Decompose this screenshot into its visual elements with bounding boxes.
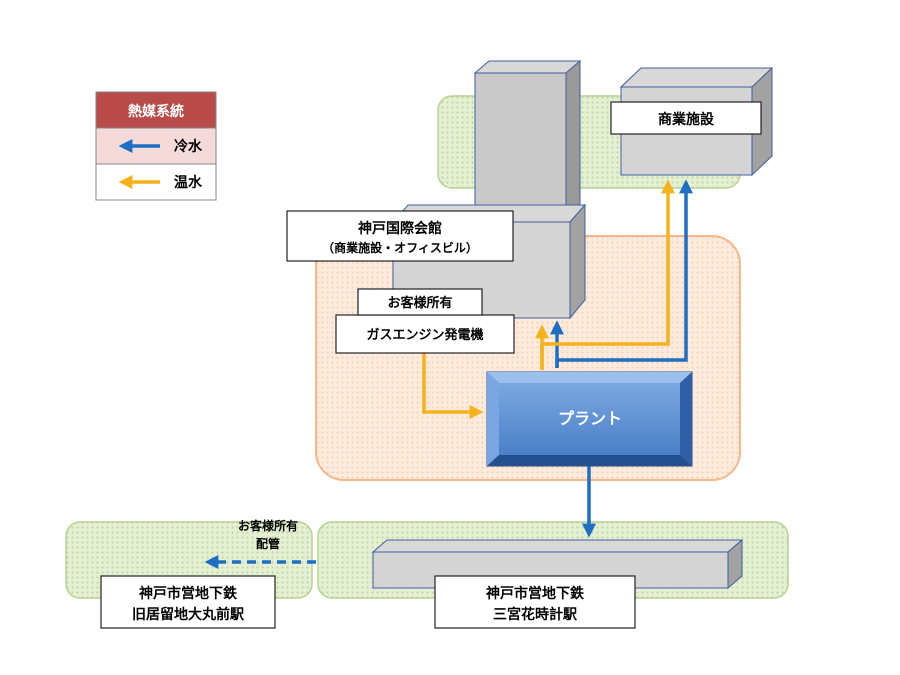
plant-box: プラント: [486, 371, 693, 467]
pipe-label: 配管: [256, 536, 280, 551]
commercial-label: 商業施設: [658, 111, 715, 128]
legend-title: 熱媒系統: [128, 103, 184, 120]
generator-owner-label: お客様所有: [387, 295, 452, 311]
legend-hot-water-label: 温水: [174, 174, 203, 191]
kobe-hall-name: 神戸国際会館: [358, 220, 442, 237]
pipe-owner-label: お客様所有: [238, 518, 298, 533]
generator-label: ガスエンジン発電機: [366, 327, 483, 343]
hot-water-generator-to-plant: [422, 353, 484, 419]
generator-label-box: ガスエンジン発電機 お客様所有: [335, 288, 515, 354]
station-left-line2: 旧居留地大丸前駅: [132, 606, 245, 623]
cold-water-pipes: [204, 179, 693, 569]
legend-cold-water-label: 冷水: [174, 138, 203, 155]
station-platform: [371, 538, 744, 590]
station-right-line1: 神戸市営地下鉄: [486, 585, 585, 602]
legend: 熱媒系統 冷水 温水: [95, 91, 217, 201]
station-left-label-box: 神戸市営地下鉄 旧居留地大丸前駅: [100, 575, 276, 629]
hot-water-pipes: [422, 179, 675, 419]
plant-label: プラント: [558, 409, 622, 428]
kobe-hall-sub: （商業施設・オフィスビル）: [322, 240, 478, 255]
station-right-label-box: 神戸市営地下鉄 三宮花時計駅: [434, 575, 636, 629]
commercial-label-box: 商業施設: [610, 101, 762, 135]
kobe-hall-tower: [473, 59, 582, 225]
station-right-line2: 三宮花時計駅: [493, 606, 578, 623]
station-left-line1: 神戸市営地下鉄: [139, 585, 238, 602]
kobe-hall-label-box: 神戸国際会館 （商業施設・オフィスビル）: [286, 210, 514, 262]
